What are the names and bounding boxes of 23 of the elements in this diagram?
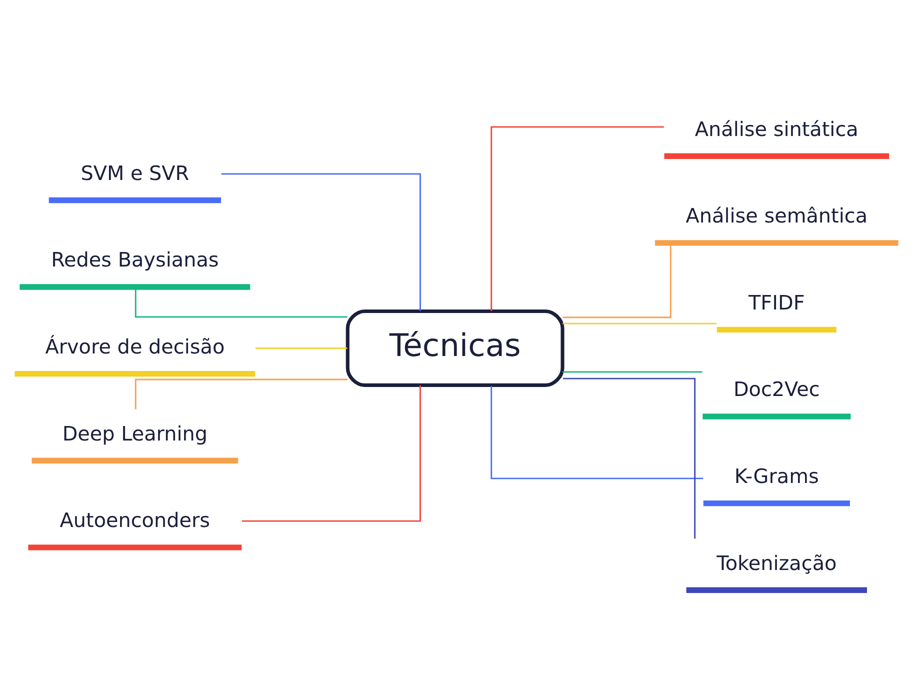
connector (255, 348, 347, 349)
connector (134, 287, 347, 318)
node-text: TFIDF (748, 291, 804, 314)
node-text: Deep Learning (62, 422, 208, 446)
connector (241, 385, 420, 522)
connector (490, 386, 703, 480)
connector (562, 243, 671, 318)
node-text: K-Grams (734, 464, 818, 488)
connector (562, 371, 702, 373)
connector (562, 322, 716, 324)
node-text: Árvore de decisão (44, 335, 224, 358)
node-text: Análise semântica (685, 204, 868, 228)
node-text: Redes Baysianas (50, 248, 218, 272)
node-text: SVM e SVR (80, 162, 189, 185)
node-box: Técnicas (345, 309, 564, 387)
connector (490, 126, 664, 312)
connector (134, 378, 347, 410)
connector (220, 173, 420, 311)
node-text: Autoenconders (59, 509, 210, 532)
node-text: Tokenização (716, 552, 836, 575)
connector (562, 378, 696, 539)
node-text: Análise sintática (694, 118, 858, 141)
node-text: Doc2Vec (732, 378, 820, 402)
